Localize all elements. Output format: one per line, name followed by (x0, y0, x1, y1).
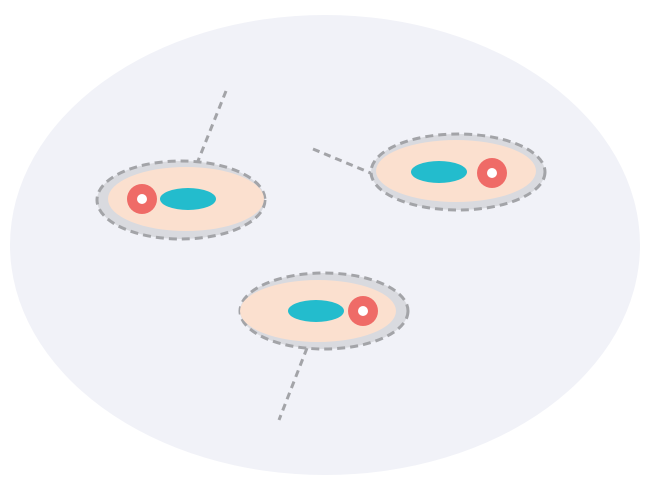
bacterium-cell-left (95, 159, 267, 241)
culture-dish (10, 15, 640, 475)
nucleoid (288, 300, 344, 322)
leader-line-left-cell (194, 90, 228, 167)
bacterium-cell-bottom (238, 271, 410, 351)
plasmid-ring-center (487, 168, 497, 178)
plasmid-ring-center (358, 306, 368, 316)
plasmid-ring-center (137, 194, 147, 204)
leader-line-right-cell (312, 147, 374, 176)
bacterium-cell-right (369, 132, 547, 212)
nucleoid (160, 188, 216, 210)
nucleoid (411, 161, 467, 183)
leader-line-bottom-cell (277, 347, 309, 421)
